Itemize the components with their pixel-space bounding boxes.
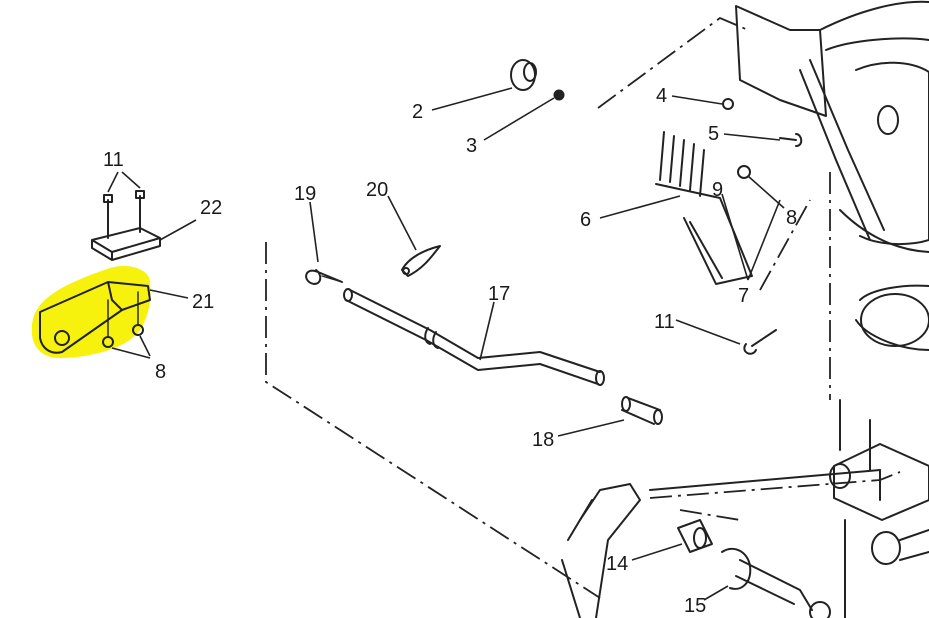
label-8-left: 8 — [155, 361, 166, 383]
label-4: 4 — [656, 85, 667, 107]
label-7: 7 — [738, 285, 749, 307]
bracket-hole — [54, 330, 70, 346]
nut-3 — [553, 89, 565, 101]
plate-22 — [91, 227, 161, 261]
nut-8-right — [132, 324, 144, 336]
bracket-assembly — [39, 171, 197, 359]
label-14: 14 — [606, 553, 628, 575]
label-8-right: 8 — [786, 207, 797, 229]
label-20: 20 — [366, 179, 388, 201]
label-3: 3 — [466, 135, 477, 157]
label-2: 2 — [412, 101, 423, 123]
label-22: 22 — [200, 197, 222, 219]
bracket-21 — [39, 281, 151, 354]
knob-2 — [510, 59, 537, 91]
bolt-11-left — [103, 194, 113, 239]
shaft-15 — [721, 547, 831, 618]
rod-17 — [343, 288, 605, 386]
label-19: 19 — [294, 183, 316, 205]
label-21: 21 — [192, 291, 214, 313]
highlight-marker — [31, 265, 151, 358]
nut-8-left — [102, 336, 114, 348]
clip-20 — [401, 245, 441, 277]
label-18: 18 — [532, 429, 554, 451]
linkage-assembly — [655, 98, 803, 355]
machine-body — [561, 0, 929, 618]
pin-18 — [621, 396, 663, 425]
hook-19 — [305, 269, 343, 285]
leader-lines — [309, 87, 785, 601]
label-5: 5 — [708, 123, 719, 145]
label-15: 15 — [684, 595, 706, 617]
label-11-top: 11 — [103, 149, 124, 171]
label-11-right: 11 — [654, 311, 675, 333]
bushing-14 — [677, 519, 713, 553]
label-6: 6 — [580, 209, 591, 231]
bolt-11-right — [135, 190, 145, 233]
label-17: 17 — [488, 283, 510, 305]
label-9: 9 — [712, 179, 723, 201]
